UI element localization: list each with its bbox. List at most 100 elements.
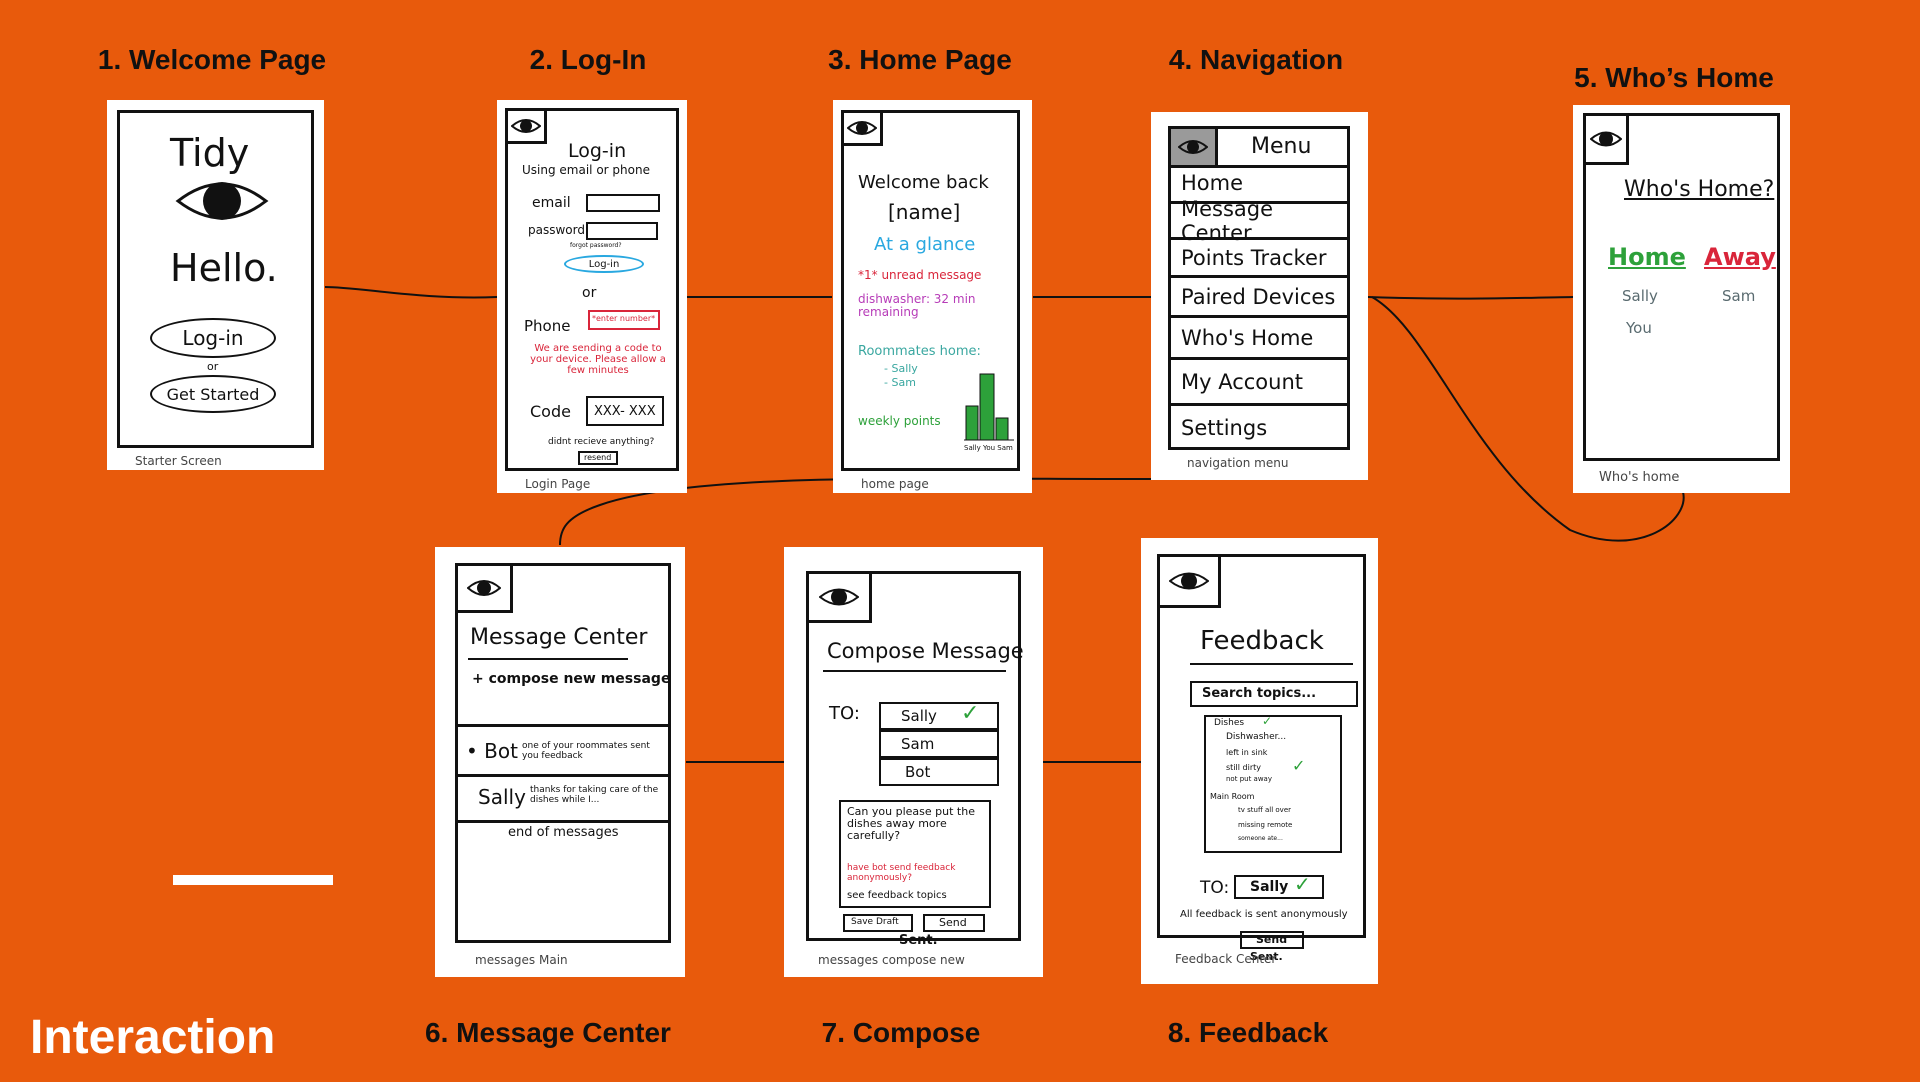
eye-logo bbox=[1586, 116, 1629, 165]
menu-item-points-tracker[interactable]: Points Tracker bbox=[1171, 237, 1347, 275]
menu-item-home[interactable]: Home bbox=[1171, 165, 1347, 201]
phone-frame: Compose Message TO: Sally ✓ Sam Bot Can … bbox=[806, 571, 1024, 948]
eye-icon bbox=[1178, 140, 1208, 154]
sketch-caption: Starter Screen bbox=[135, 454, 222, 468]
message-item-bot[interactable]: • Bot one of your roommates sent you fee… bbox=[458, 736, 668, 772]
topic-item[interactable]: Dishwasher... bbox=[1226, 732, 1287, 742]
topic-item[interactable]: left in sink bbox=[1226, 748, 1268, 757]
or-text: or bbox=[582, 285, 597, 301]
get-started-button[interactable]: Get Started bbox=[150, 375, 276, 413]
menu-item-paired-devices[interactable]: Paired Devices bbox=[1171, 275, 1347, 315]
menu-item-label: Message Center bbox=[1181, 196, 1274, 245]
topic-item[interactable]: missing remote bbox=[1238, 821, 1293, 829]
compose-title: Compose Message bbox=[827, 639, 1024, 663]
to-label: TO: bbox=[1200, 878, 1230, 898]
roommates-home-heading: Roommates home: bbox=[858, 344, 981, 359]
phone-placeholder: *enter number* bbox=[592, 314, 656, 323]
login-title: Log-in bbox=[568, 140, 627, 162]
forgot-password-link[interactable]: forgot password? bbox=[570, 242, 622, 249]
save-draft-label: Save Draft bbox=[851, 917, 899, 927]
save-draft-button[interactable]: Save Draft bbox=[843, 914, 913, 932]
eye-logo bbox=[1171, 129, 1218, 168]
section-title: Interaction bbox=[30, 1011, 276, 1064]
resend-button[interactable]: resend bbox=[578, 451, 618, 465]
sent-confirmation: Sent. bbox=[899, 933, 938, 948]
anonymous-note: All feedback is sent anonymously bbox=[1180, 909, 1348, 920]
menu-item-label: My Account bbox=[1181, 369, 1304, 394]
menu-item-label: Paired Devices bbox=[1181, 284, 1336, 309]
feedback-recipient[interactable]: Sally ✓ bbox=[1234, 872, 1324, 899]
search-topics-input[interactable]: Search topics... bbox=[1190, 681, 1358, 707]
message-body-field[interactable]: Can you please put the dishes away more … bbox=[839, 800, 991, 908]
end-of-messages-text: end of messages bbox=[508, 825, 619, 840]
code-field[interactable]: XXX- XXX bbox=[586, 396, 664, 426]
feedback-title: Feedback bbox=[1200, 626, 1324, 656]
login-submit-button[interactable]: Log-in bbox=[564, 255, 644, 273]
eye-icon bbox=[847, 121, 877, 135]
step-label-compose: 7. Compose bbox=[821, 1017, 981, 1048]
topic-item[interactable]: still dirty bbox=[1226, 763, 1261, 772]
menu-item-message-center[interactable]: Message Center bbox=[1171, 197, 1347, 245]
to-label: TO: bbox=[829, 703, 860, 724]
unread-message-count[interactable]: *1* unread message bbox=[858, 268, 982, 282]
welcome-back-text: Welcome back bbox=[858, 172, 989, 193]
menu-divider bbox=[1171, 165, 1347, 168]
recipient-sally[interactable]: Sally ✓ bbox=[879, 701, 999, 730]
eye-logo bbox=[844, 113, 883, 146]
navigation-sketch: Menu Home Message Center Points Tracker … bbox=[1151, 112, 1368, 480]
phone-field[interactable]: *enter number* bbox=[588, 310, 660, 330]
topic-item[interactable]: not put away bbox=[1226, 775, 1272, 783]
email-field[interactable] bbox=[586, 194, 660, 212]
eye-icon bbox=[511, 119, 541, 133]
topic-item[interactable]: tv stuff all over bbox=[1238, 806, 1292, 814]
divider bbox=[458, 820, 668, 823]
topics-list[interactable]: Dishes ✓ Dishwasher... left in sink stil… bbox=[1204, 714, 1342, 853]
send-button[interactable]: Send bbox=[1240, 931, 1304, 949]
resend-label: resend bbox=[584, 453, 612, 462]
compose-new-message-button[interactable]: + compose new message bbox=[472, 671, 671, 687]
recipient-label: Sam bbox=[901, 735, 935, 753]
menu-item-label: Points Tracker bbox=[1181, 245, 1327, 270]
recipient-bot[interactable]: Bot bbox=[879, 758, 999, 786]
eye-icon bbox=[175, 182, 269, 220]
sketch-caption: home page bbox=[861, 477, 929, 491]
message-center-title: Message Center bbox=[470, 625, 648, 650]
menu-item-whos-home[interactable]: Who's Home bbox=[1171, 315, 1347, 357]
see-feedback-topics-link[interactable]: see feedback topics bbox=[847, 890, 947, 901]
connector-4-5-loop bbox=[1371, 296, 1685, 542]
eye-icon bbox=[1590, 131, 1622, 147]
eye-logo bbox=[1160, 557, 1221, 608]
whos-home-title: Who's Home? bbox=[1624, 177, 1775, 202]
step-label-whos-home: 5. Who’s Home bbox=[1574, 62, 1774, 93]
home-column-heading: Home bbox=[1608, 243, 1686, 271]
eye-icon bbox=[1169, 572, 1209, 590]
password-field[interactable] bbox=[586, 222, 658, 240]
send-button[interactable]: Send bbox=[923, 914, 985, 932]
menu-item-my-account[interactable]: My Account bbox=[1171, 357, 1347, 403]
check-icon: ✓ bbox=[1294, 872, 1311, 896]
divider bbox=[458, 774, 668, 777]
recipient-label: Sally bbox=[901, 707, 937, 725]
email-label: email bbox=[532, 195, 571, 211]
compose-sketch: Compose Message TO: Sally ✓ Sam Bot Can … bbox=[784, 547, 1043, 977]
menu-title: Menu bbox=[1251, 134, 1312, 159]
menu-item-label: Home bbox=[1181, 171, 1244, 195]
anonymous-checkbox[interactable]: have bot send feedback anonymously? bbox=[847, 863, 956, 883]
topic-item[interactable]: someone ate... bbox=[1238, 835, 1283, 842]
whos-home-sketch: Who's Home? Home Away Sally You Sam Who'… bbox=[1573, 105, 1790, 493]
phone-frame: Welcome back [name] At a glance *1* unre… bbox=[841, 110, 1020, 471]
topic-group-dishes: Dishes bbox=[1214, 718, 1245, 728]
login-button[interactable]: Log-in bbox=[150, 318, 276, 358]
message-item-sally[interactable]: Sally thanks for taking care of the dish… bbox=[458, 780, 668, 818]
sender-sally: Sally bbox=[478, 785, 526, 809]
step-label-home: 3. Home Page bbox=[828, 44, 1012, 75]
recipient-sam[interactable]: Sam bbox=[879, 730, 999, 758]
tidy-title: Tidy bbox=[170, 131, 250, 175]
dishwasher-status: dishwasher: 32 min remaining bbox=[858, 292, 976, 320]
sender-bot: • Bot bbox=[466, 739, 518, 763]
home-person: Sally bbox=[1622, 287, 1658, 305]
menu-item-settings[interactable]: Settings bbox=[1171, 403, 1347, 449]
sketch-caption: Feedback Center bbox=[1175, 952, 1277, 966]
eye-logo bbox=[508, 111, 547, 144]
